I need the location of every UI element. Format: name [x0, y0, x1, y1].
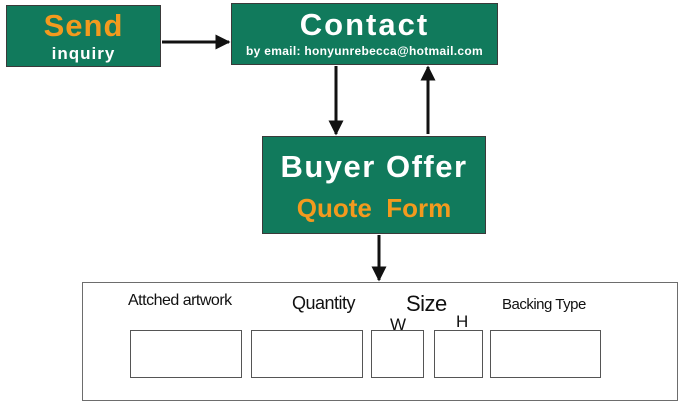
artwork-field[interactable]	[130, 330, 242, 378]
quantity-label: Quantity	[292, 293, 356, 313]
contact-box: Contact by email: honyunrebecca@hotmail.…	[231, 3, 498, 65]
backing-type-label: Backing Type	[502, 296, 586, 313]
contact-title: Contact	[299, 7, 430, 42]
send-title: Send	[43, 8, 124, 43]
send-subtitle: inquiry	[51, 44, 116, 63]
buyer-offer-box: Buyer Offer Quote Form	[262, 136, 486, 234]
quote-form-subtitle: Quote Form	[296, 193, 452, 223]
buyer-title: Buyer Offer	[280, 149, 468, 184]
artwork-label: Attched artwork	[128, 292, 232, 309]
height-label: H	[456, 312, 468, 331]
size-label: Size	[406, 291, 447, 316]
backing-type-field[interactable]	[490, 330, 601, 378]
height-field[interactable]	[434, 330, 483, 378]
width-field[interactable]	[371, 330, 424, 378]
width-label: W	[390, 315, 406, 334]
contact-email[interactable]: by email: honyunrebecca@hotmail.com	[246, 44, 483, 58]
quantity-field[interactable]	[251, 330, 363, 378]
send-inquiry-box: Send inquiry	[6, 5, 161, 67]
